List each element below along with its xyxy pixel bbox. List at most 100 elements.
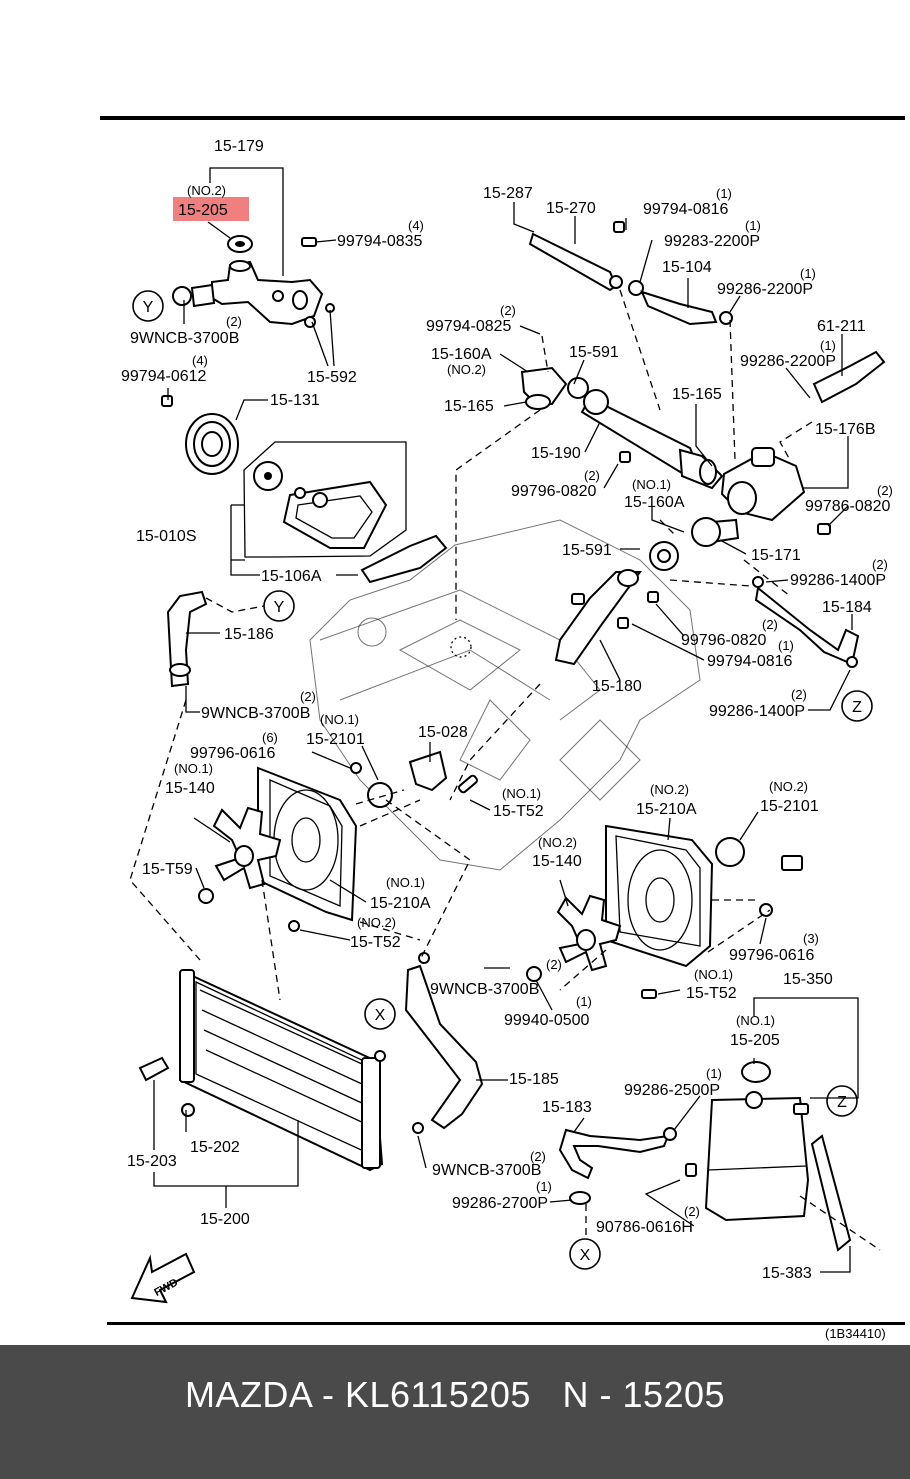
label-15-2101: 15-2101 xyxy=(760,798,819,815)
label-no2: (NO.2) xyxy=(357,915,396,930)
label-qty: (1) xyxy=(716,186,732,201)
inlet-pipe xyxy=(554,541,679,666)
label-15-010s: 15-010S xyxy=(136,528,197,545)
label-15-171: 15-171 xyxy=(751,547,801,564)
label-no1: (NO.1) xyxy=(174,761,213,776)
label-9wncb-3700b: 9WNCB-3700B xyxy=(130,330,239,347)
label-15-383: 15-383 xyxy=(762,1265,812,1282)
hose-15-185 xyxy=(404,964,484,1130)
label-15-200: 15-200 xyxy=(200,1211,250,1228)
water-outlet-assembly xyxy=(172,235,335,328)
clamp-upper-left xyxy=(169,663,191,677)
label-99786-0820: 99786-0820 xyxy=(805,498,891,515)
label-15-592: 15-592 xyxy=(307,369,357,386)
label-99796-0820: 99796-0820 xyxy=(681,632,767,649)
label-no2: (NO.2) xyxy=(447,362,486,377)
label-99286-2200p: 99286-2200P xyxy=(717,281,813,298)
label-15-202: 15-202 xyxy=(190,1139,240,1156)
label-15-160a: 15-160A xyxy=(624,494,685,511)
label-qty: (2) xyxy=(546,957,562,972)
label-no2: (NO.2) xyxy=(538,835,577,850)
radiator xyxy=(138,969,386,1172)
label-qty: (1) xyxy=(576,994,592,1009)
reference-code: (1B34410) xyxy=(825,1326,886,1341)
label-no1: (NO.1) xyxy=(502,786,541,801)
label-no2: (NO.2) xyxy=(650,782,689,797)
label-15-350: 15-350 xyxy=(783,971,833,988)
label-15-179: 15-179 xyxy=(214,138,264,155)
label-qty: (2) xyxy=(872,557,888,572)
label-15-028: 15-028 xyxy=(418,724,468,741)
callout-x-2: X xyxy=(569,1238,601,1270)
pulley xyxy=(161,395,239,475)
label-qty: (2) xyxy=(530,1149,546,1164)
label-15-165: 15-165 xyxy=(444,398,494,415)
label-90786-0616h: 90786-0616H xyxy=(596,1219,693,1236)
label-qty: (4) xyxy=(408,218,424,233)
label-15-t59: 15-T59 xyxy=(142,861,193,878)
label-no2-top: (NO.2) xyxy=(187,183,226,198)
hose-15-184 xyxy=(754,586,860,666)
leader-lines xyxy=(153,167,859,1273)
label-no2: (NO.2) xyxy=(769,779,808,794)
label-qty: (1) xyxy=(800,266,816,281)
label-15-106a: 15-106A xyxy=(261,568,322,585)
label-9wncb-3700b: 9WNCB-3700B xyxy=(201,705,310,722)
fwd-arrow-icon: FWD xyxy=(130,1252,196,1304)
bypass-pipe xyxy=(528,221,886,461)
label-qty: (2) xyxy=(877,483,893,498)
thermostat-housing xyxy=(520,366,831,547)
label-99286-1400p: 99286-1400P xyxy=(709,703,805,720)
label-15-184: 15-184 xyxy=(822,599,872,616)
label-99286-2200p: 99286-2200P xyxy=(740,353,836,370)
label-15-205-highlighted: 15-205 xyxy=(178,202,228,219)
label-99286-2700p: 99286-2700P xyxy=(452,1195,548,1212)
label-no1: (NO.1) xyxy=(632,477,671,492)
label-15-104: 15-104 xyxy=(662,259,712,276)
callout-z-2: Z xyxy=(826,1085,858,1117)
callout-y-1: Y xyxy=(132,290,164,322)
label-99794-0825: 99794-0825 xyxy=(426,318,512,335)
label-99794-0612: 99794-0612 xyxy=(121,368,207,385)
svg-text:X: X xyxy=(375,1007,386,1024)
label-qty: (1) xyxy=(778,638,794,653)
label-99794-0835: 99794-0835 xyxy=(337,233,423,250)
callout-x-1: X xyxy=(364,998,396,1030)
hose-15-183 xyxy=(558,1128,670,1180)
label-15-190: 15-190 xyxy=(531,445,581,462)
label-99794-0816: 99794-0816 xyxy=(643,201,729,218)
label-15-140: 15-140 xyxy=(532,853,582,870)
fan-assembly-right xyxy=(526,824,803,999)
label-15-210a: 15-210A xyxy=(370,895,431,912)
label-15-183: 15-183 xyxy=(542,1099,592,1116)
label-99286-1400p: 99286-1400P xyxy=(790,572,886,589)
label-15-176b: 15-176B xyxy=(815,421,876,438)
callout-z-1: Z xyxy=(841,690,873,722)
assembly-lines xyxy=(129,335,881,1251)
sensor-bracket xyxy=(408,750,448,792)
fan-assembly-left xyxy=(198,762,393,932)
label-61-211: 61-211 xyxy=(817,318,866,335)
label-qty: (6) xyxy=(262,730,278,745)
svg-text:Y: Y xyxy=(143,299,154,316)
label-15-186: 15-186 xyxy=(224,626,274,643)
label-15-140: 15-140 xyxy=(165,780,215,797)
label-15-t52: 15-T52 xyxy=(350,934,401,951)
label-no1: (NO.1) xyxy=(694,967,733,982)
label-qty: (2) xyxy=(791,687,807,702)
label-15-t52: 15-T52 xyxy=(493,803,544,820)
svg-text:Z: Z xyxy=(837,1094,847,1111)
label-qty: (1) xyxy=(536,1179,552,1194)
water-pump xyxy=(243,441,407,558)
label-15-270: 15-270 xyxy=(546,200,596,217)
label-15-287: 15-287 xyxy=(483,185,533,202)
label-qty: (2) xyxy=(762,617,778,632)
label-99940-0500: 99940-0500 xyxy=(504,1012,590,1029)
label-15-t52: 15-T52 xyxy=(686,985,737,1002)
label-9wncb-3700b: 9WNCB-3700B xyxy=(430,981,539,998)
label-no1: (NO.1) xyxy=(320,712,359,727)
callout-y-2: Y xyxy=(263,590,295,622)
bottom-rule xyxy=(107,1322,905,1325)
svg-text:X: X xyxy=(580,1247,591,1264)
label-15-131: 15-131 xyxy=(270,392,320,409)
